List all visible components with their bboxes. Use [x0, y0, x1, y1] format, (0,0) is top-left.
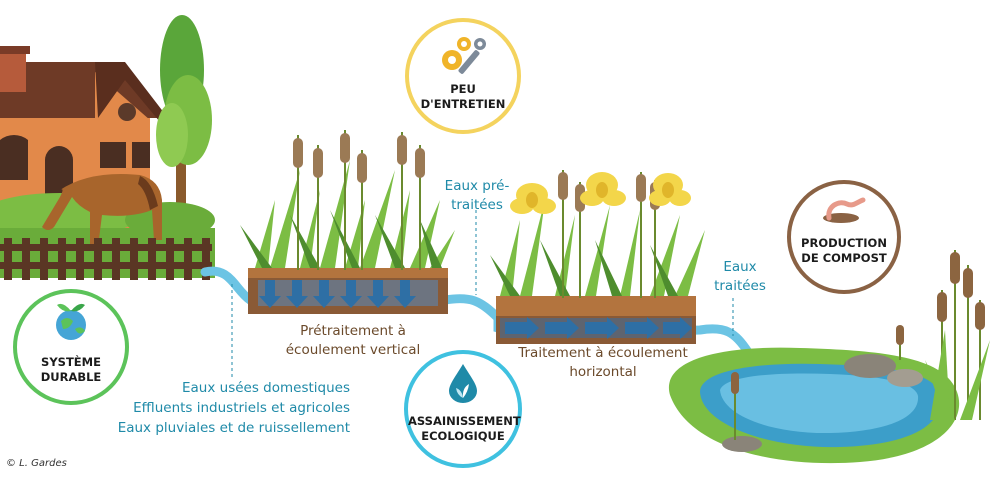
pretreated-water-label-line-1: Eaux pré- — [444, 178, 510, 194]
vertical-filter-bed — [248, 268, 448, 314]
badge-maintenance-line-1: PEU — [450, 82, 476, 96]
grass-ground — [0, 228, 215, 278]
earthworm-icon — [823, 197, 866, 223]
gears-wrench-icon — [442, 37, 486, 74]
badge-maintenance-line-2: D'ENTRETIEN — [420, 97, 506, 111]
source-rainwater: Eaux pluviales et de ruissellement — [117, 420, 350, 436]
fence — [0, 238, 212, 280]
badge-ecological-line-2: ECOLOGIQUE — [421, 429, 505, 443]
badge-sustainable-line-1: SYSTÈME — [41, 355, 101, 369]
badge-compost-line-1: PRODUCTION — [801, 236, 887, 250]
horizontal-filter-bed — [496, 296, 696, 344]
horse — [42, 174, 162, 247]
horizontal-label-line-1: Traitement à écoulement — [518, 345, 688, 361]
pretreated-water-label-line-2: traitées — [451, 197, 503, 213]
pond-cattails — [731, 250, 990, 440]
horizontal-label: Traitement à écoulement horizontal — [497, 344, 709, 382]
water-drop-plant-icon — [449, 364, 477, 403]
farm-house — [0, 46, 168, 230]
badge-sustainable-line-2: DURABLE — [40, 370, 102, 384]
pretreatment-label: Prétraitement à écoulement vertical — [262, 322, 444, 360]
tree — [156, 15, 212, 210]
iris-plants — [490, 170, 705, 298]
source-domestic: Eaux usées domestiques — [182, 380, 350, 396]
pond — [668, 347, 960, 464]
badge-maintenance: PEU D'ENTRETIEN — [405, 18, 521, 134]
treated-water-label: Eaux traitées — [700, 258, 780, 296]
leader-lines — [231, 210, 734, 378]
reeds-vertical — [240, 130, 455, 270]
badge-compost-text: PRODUCTION DE COMPOST — [791, 236, 897, 266]
pretreatment-label-line-1: Prétraitement à — [300, 323, 406, 339]
pretreated-water-label: Eaux pré- traitées — [434, 177, 520, 215]
badge-ecological-text: ASSAINISSEMENT ECOLOGIQUE — [408, 414, 521, 444]
pretreatment-label-line-2: écoulement vertical — [285, 342, 421, 358]
image-credit: © L. Gardes — [6, 458, 67, 469]
source-industrial: Effluents industriels et agricoles — [133, 400, 350, 416]
badge-maintenance-text: PEU D'ENTRETIEN — [409, 82, 517, 112]
badge-ecological: ASSAINISSEMENT ECOLOGIQUE — [404, 350, 522, 468]
wastewater-sources: Eaux usées domestiques Effluents industr… — [80, 378, 350, 438]
globe-plant-icon — [56, 303, 86, 340]
badge-compost: PRODUCTION DE COMPOST — [787, 180, 901, 294]
badge-compost-line-2: DE COMPOST — [801, 251, 887, 265]
badge-sustainable: SYSTÈME DURABLE — [13, 289, 129, 405]
badge-sustainable-text: SYSTÈME DURABLE — [17, 355, 125, 385]
horizontal-label-line-2: horizontal — [569, 364, 637, 380]
treated-water-label-line-2: traitées — [714, 278, 766, 294]
treated-water-label-line-1: Eaux — [723, 259, 757, 275]
badge-ecological-line-1: ASSAINISSEMENT — [408, 414, 521, 428]
